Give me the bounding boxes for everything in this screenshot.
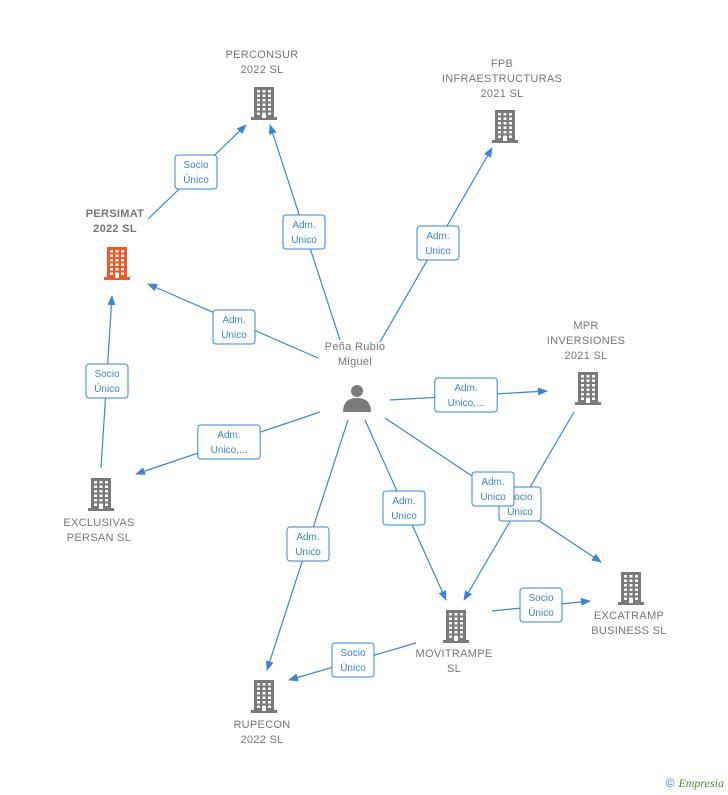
building-icon [88, 478, 114, 511]
building-icon [251, 87, 277, 120]
node-perconsur[interactable]: PERCONSUR 2022 SL [226, 49, 299, 120]
edge-label-text: Adm. [454, 383, 477, 394]
edge-label-box [85, 363, 129, 399]
person-icon [343, 385, 371, 412]
building-icon [251, 680, 277, 713]
node-label: RUPECON [233, 719, 290, 731]
edge-label-text: Único [94, 382, 120, 395]
edge-label-text: Unico [480, 492, 506, 503]
edge-label-person-mpr[interactable]: Adm. Unico,... [434, 377, 498, 413]
node-label: 2021 SL [480, 88, 523, 100]
edge-label-text: Único [528, 606, 554, 619]
node-label: 2022 SL [93, 223, 137, 235]
edge-label-box [471, 471, 515, 507]
edge-label-text: Socio [340, 648, 365, 659]
edge-label-text: Unico [221, 330, 247, 341]
node-label: FPB [491, 58, 513, 70]
node-movitrampe[interactable]: MOVITRAMPE SL [416, 610, 493, 675]
edge-label-box [212, 309, 256, 345]
edge-label-text: Socio [94, 369, 119, 380]
node-label: PERSAN SL [67, 532, 131, 544]
edge-label-box [434, 377, 498, 413]
node-label: PERSIMAT [86, 208, 144, 220]
node-label: MPR [573, 320, 598, 332]
node-label: 2022 SL [240, 734, 283, 746]
edge-label-text: Adm. [426, 231, 449, 242]
node-label: INVERSIONES [547, 335, 626, 347]
edge-label-text: Adm. [392, 496, 415, 507]
edge-label-text: Unico,... [448, 398, 485, 409]
edge-label-text: Unico [425, 246, 451, 257]
node-label: EXCATRAMP [594, 610, 664, 622]
copyright-symbol: © [665, 776, 675, 790]
edge-label-text: Unico [291, 235, 317, 246]
node-persimat[interactable]: PERSIMAT 2022 SL [86, 208, 144, 280]
edge-label-person-rupecon[interactable]: Adm. Unico [286, 526, 330, 562]
edge-label-text: Unico [295, 547, 321, 558]
building-icon [618, 572, 644, 605]
node-label: INFRAESTRUCTURAS [442, 73, 562, 85]
edge-label-text: Adm. [292, 220, 315, 231]
node-label: MOVITRAMPE [416, 648, 493, 660]
edge-label-text: Único [183, 173, 209, 186]
edge-label-box [282, 214, 326, 250]
node-label: BUSINESS SL [591, 625, 666, 637]
edge-label-person-movitrampe[interactable]: Adm. Unico [382, 490, 426, 526]
edge-label-box [416, 225, 460, 261]
edge-label-text: Unico [391, 511, 417, 522]
edge-label-box [197, 424, 261, 460]
edge-label-box [331, 642, 375, 678]
building-icon [575, 372, 601, 405]
brand-name: Empresia [678, 776, 724, 790]
node-label: 2022 SL [240, 64, 283, 76]
building-icon [443, 610, 469, 643]
building-icon [492, 110, 518, 143]
node-label: 2021 SL [564, 350, 607, 362]
edge-label-box [286, 526, 330, 562]
edge-label-text: Único [507, 505, 533, 518]
node-mpr[interactable]: MPR INVERSIONES 2021 SL [547, 320, 626, 405]
edge-label-box [174, 154, 218, 190]
edge-label-box [382, 490, 426, 526]
node-excatramp[interactable]: EXCATRAMP BUSINESS SL [591, 572, 666, 637]
edge-label-person-persimat[interactable]: Adm. Unico [212, 309, 256, 345]
node-fpb[interactable]: FPB INFRAESTRUCTURAS 2021 SL [442, 58, 562, 143]
edge-label-text: Socio [183, 160, 208, 171]
node-rupecon[interactable]: RUPECON 2022 SL [233, 680, 290, 746]
node-label: PERCONSUR [226, 49, 299, 61]
edge-label-person-fpb[interactable]: Adm. Unico [416, 225, 460, 261]
edge-label-text: Adm. [217, 430, 240, 441]
edge-label-text: Socio [507, 492, 532, 503]
edge-label-box [519, 587, 563, 623]
edge-label-text: Adm. [296, 532, 319, 543]
edge-label-person-exclusivas[interactable]: Adm. Unico,... [197, 424, 261, 460]
edge-label-text: Único [340, 661, 366, 674]
building-icon [104, 247, 130, 280]
node-label: SL [447, 663, 461, 675]
edge-label-text: Unico,... [211, 445, 248, 456]
edge-label-person-perconsur[interactable]: Adm. Unico [282, 214, 326, 250]
edge-label-text: Adm. [222, 315, 245, 326]
edge-label-person-excatramp[interactable]: Adm. Unico [471, 471, 515, 507]
node-label: Miguel [338, 356, 372, 368]
edge-label-text: Adm. [481, 477, 504, 488]
node-exclusivas[interactable]: EXCLUSIVAS PERSAN SL [63, 478, 134, 544]
node-label: Peña Rubio [325, 341, 386, 353]
node-label: EXCLUSIVAS [63, 517, 134, 529]
edge-label-text: Socio [528, 593, 553, 604]
brand-watermark: ©Empresia [666, 776, 724, 791]
